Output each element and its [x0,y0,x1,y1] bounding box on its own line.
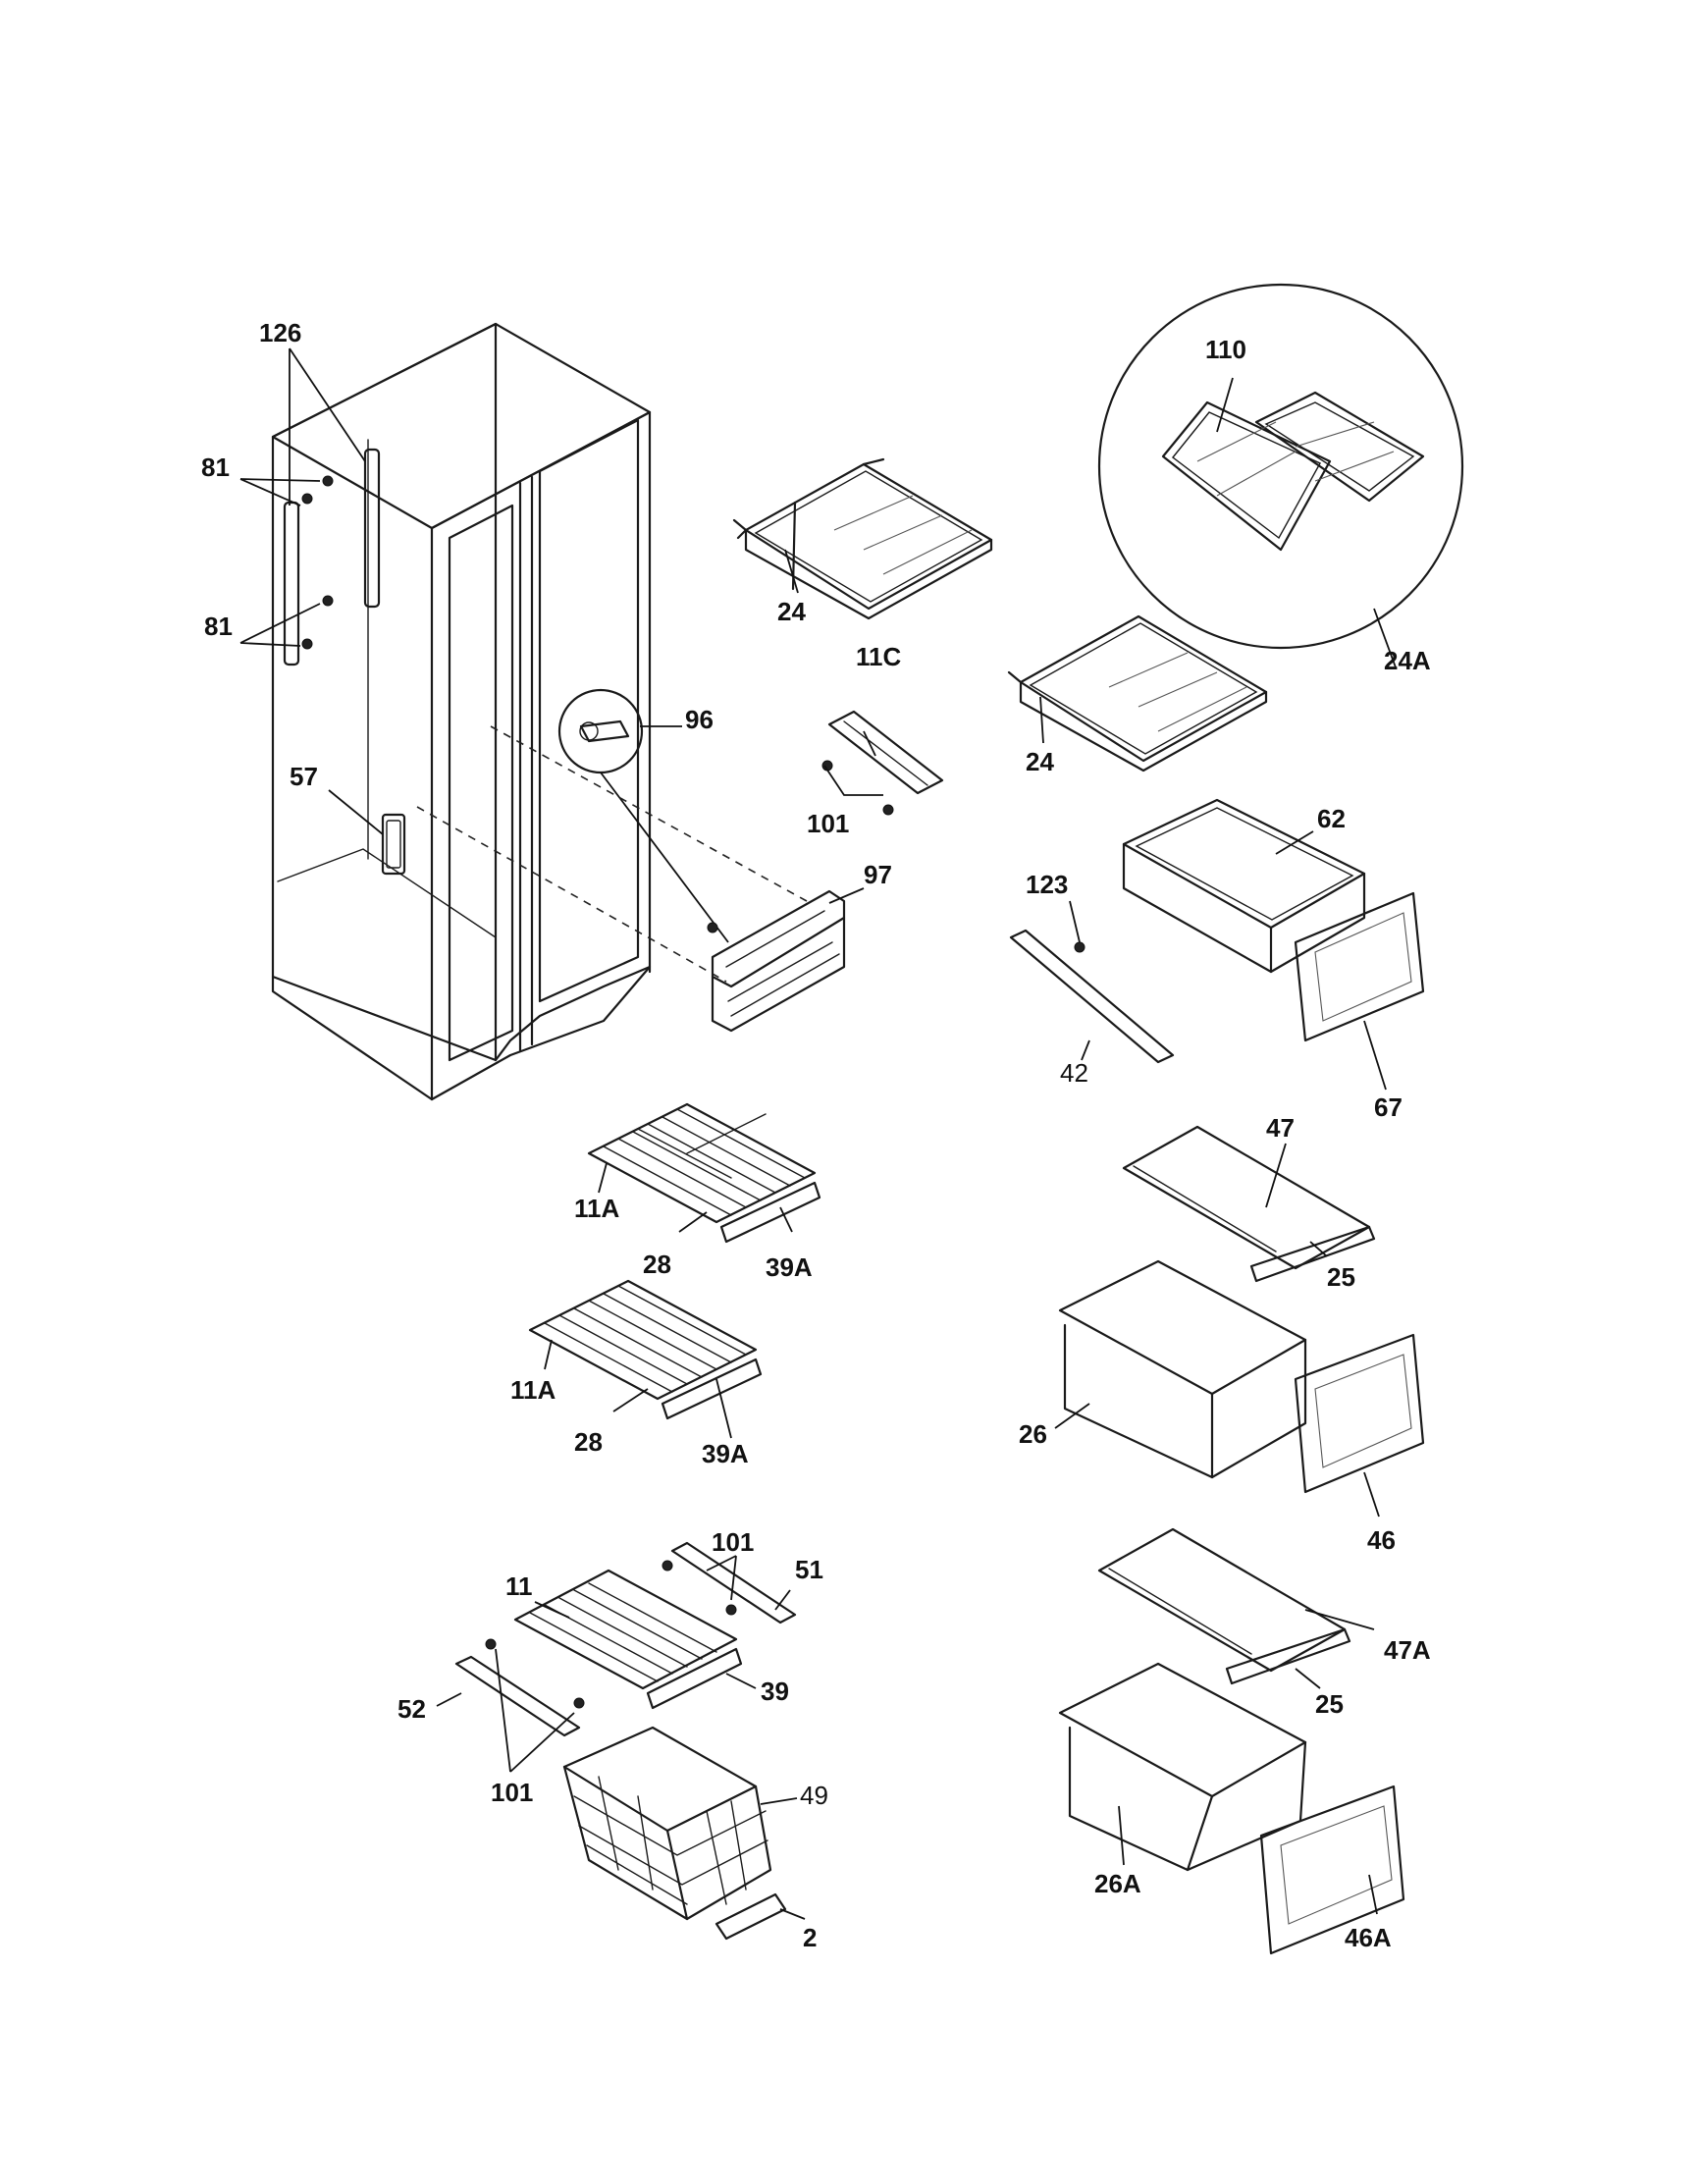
label-101-lower: 101 [491,1778,533,1807]
label-126: 126 [259,318,301,347]
shelf-support-11C [821,710,944,816]
label-52: 52 [397,1694,426,1724]
label-39A-lower: 39A [702,1439,749,1468]
crisper-cover-47 [1122,1125,1376,1283]
callout-labels: 126 81 81 57 96 97 24 24 11C 101 110 24A… [201,318,1431,1952]
alignment-lines [416,725,808,983]
detail-24A [1097,283,1464,650]
label-47: 47 [1266,1113,1295,1143]
wire-basket-49 [562,1726,772,1921]
label-51: 51 [795,1555,823,1584]
label-25-lower: 25 [1315,1689,1344,1719]
label-57: 57 [290,762,318,791]
detail-96 [557,688,729,943]
crisper-cover-47A [1097,1527,1351,1685]
support-52 [454,1638,585,1737]
label-49: 49 [800,1781,828,1810]
cabinet [271,322,652,1101]
label-39: 39 [761,1677,789,1706]
crisper-front-67 [1294,891,1425,1042]
label-39A-upper: 39A [766,1252,813,1282]
label-24A: 24A [1384,646,1431,675]
label-96: 96 [685,705,714,734]
label-110: 110 [1205,335,1246,364]
ice-maker-97 [707,889,846,1033]
wire-shelf-11 [513,1569,743,1710]
rail-42 [1009,929,1175,1064]
support-51 [662,1541,797,1625]
label-28-lower: 28 [574,1427,603,1457]
label-46: 46 [1367,1525,1396,1555]
door-handles [283,448,381,666]
crisper-drawer-26 [1058,1259,1307,1479]
label-47A: 47A [1384,1635,1431,1665]
label-24-upper: 24 [777,597,806,626]
label-101-middle: 101 [712,1527,754,1557]
shelf-24-lower [1007,614,1268,772]
label-81-lower: 81 [204,612,233,641]
wire-shelf-11A-upper [587,1102,821,1244]
label-97: 97 [864,860,892,889]
label-101-upper: 101 [807,809,849,838]
crisper-front-46A [1259,1784,1405,1955]
label-11A-lower: 11A [510,1375,556,1405]
label-2: 2 [803,1923,817,1952]
label-62: 62 [1317,804,1346,833]
label-81-upper: 81 [201,453,230,482]
label-11C: 11C [856,642,901,671]
bracket-57 [381,813,406,876]
label-46A: 46A [1345,1923,1392,1952]
shelf-24-upper [732,457,993,620]
label-67: 67 [1374,1092,1403,1122]
label-123: 123 [1026,870,1068,899]
label-28-upper: 28 [643,1250,671,1279]
leader-lines [239,347,1397,1920]
label-42: 42 [1060,1058,1088,1088]
basket-handle-2 [715,1892,787,1941]
crisper-front-46 [1294,1333,1425,1494]
label-25-upper: 25 [1327,1262,1355,1292]
label-11A-upper: 11A [574,1194,619,1223]
crisper-drawer-26A [1058,1662,1307,1872]
label-26A: 26A [1094,1869,1141,1898]
label-24-lower: 24 [1026,747,1054,776]
label-11: 11 [505,1571,533,1601]
crisper-62 [1122,798,1366,974]
label-26: 26 [1019,1419,1047,1449]
wire-shelf-11A-lower [528,1279,763,1420]
